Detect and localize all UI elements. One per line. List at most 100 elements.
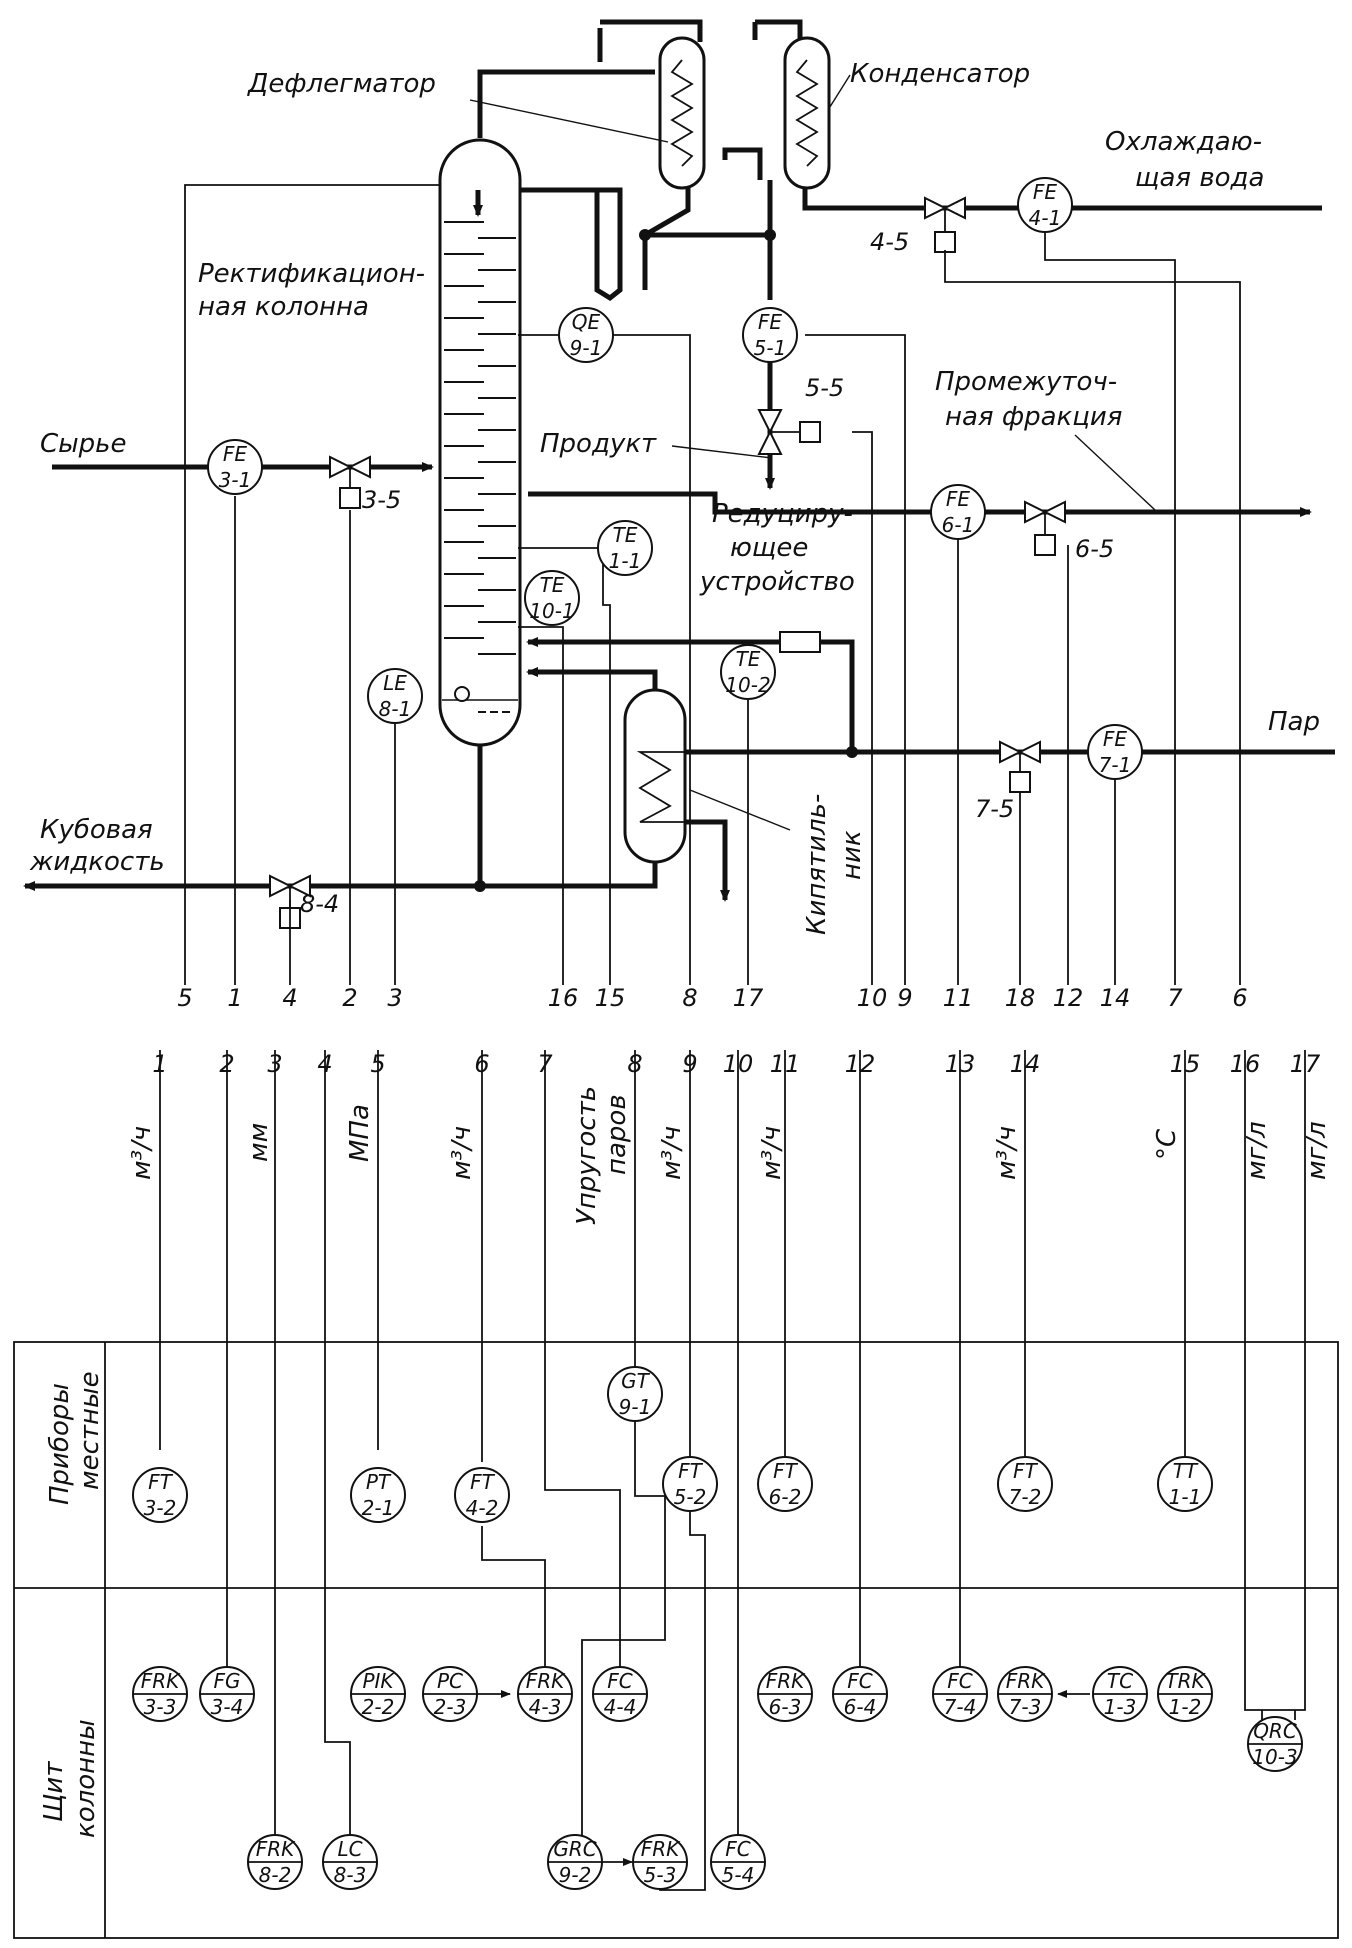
label-reboiler-2: ник [837, 830, 867, 880]
unit-label: Упругость [572, 1086, 602, 1225]
instrument-number: 6-3 [769, 1695, 802, 1719]
local-instrument-ft72: FT7-2 [997, 1456, 1053, 1512]
valve-tag: 7-5 [975, 795, 1014, 823]
instrument-number: 5-3 [644, 1863, 677, 1887]
label-intermediate-2: ная фракция [945, 402, 1122, 432]
unit-label: мг/л [1242, 1121, 1272, 1180]
label-column-panel-2: колонны [71, 1719, 101, 1838]
instrument-function: PT [366, 1470, 392, 1494]
instrument-function: FC [947, 1669, 973, 1693]
field-instrument-fe31: FE3-1 [207, 439, 263, 495]
instrument-number: 3-3 [144, 1695, 177, 1719]
instrument-function: FT [470, 1470, 496, 1494]
instrument-function: FE [758, 310, 783, 334]
instrument-number: 10-2 [725, 673, 770, 697]
field-instrument-fe61: FE6-1 [930, 484, 986, 540]
control-valve [999, 740, 1041, 793]
label-cooling-water-2: щая вода [1135, 163, 1264, 193]
junction-dot [474, 880, 486, 892]
label-condenser: Конденсатор [850, 59, 1030, 89]
label-steam: Пар [1268, 707, 1320, 737]
signal-lines-upper [184, 184, 1241, 985]
instrument-number: 2-1 [362, 1496, 395, 1520]
control-valve [329, 455, 371, 509]
junction-dot [639, 229, 651, 241]
instrument-number: 10-1 [529, 599, 574, 623]
line-number-upper: 2 [342, 984, 357, 1012]
line-number-lower: 6 [474, 1050, 489, 1078]
instrument-function: FC [725, 1837, 751, 1861]
line-number-upper: 14 [1100, 984, 1131, 1012]
instrument-function: LE [383, 671, 407, 695]
label-bottoms-2: жидкость [29, 847, 165, 877]
rectification-column [438, 138, 522, 747]
instrument-function: PIK [362, 1669, 395, 1693]
unit-label: м³/ч [127, 1126, 157, 1180]
instrument-function: FRK [526, 1669, 566, 1693]
unit-label: °С [1152, 1128, 1182, 1160]
line-number-lower: 4 [317, 1050, 332, 1078]
line-number-lower: 12 [845, 1050, 876, 1078]
instrument-function: FT [678, 1459, 704, 1483]
line-number-lower: 1 [152, 1050, 167, 1078]
line-number-upper: 3 [387, 984, 402, 1012]
instrument-number: 8-3 [334, 1863, 367, 1887]
label-column-1: Ректификацион- [198, 259, 425, 289]
instrument-function: FC [607, 1669, 633, 1693]
line-number-upper: 4 [282, 984, 297, 1012]
instrument-function: QRC [1253, 1719, 1297, 1743]
valve-tag: 4-5 [870, 228, 909, 256]
local-instrument-ft62: FT6-2 [757, 1456, 813, 1512]
instrument-number: 6-4 [844, 1695, 877, 1719]
instrument-number: 6-2 [769, 1485, 802, 1509]
instrument-number: 7-1 [1099, 753, 1132, 777]
condenser-exchanger [783, 36, 831, 190]
line-number-upper: 18 [1005, 984, 1036, 1012]
instrument-number: 2-2 [362, 1695, 395, 1719]
instrument-function: FRK [141, 1669, 181, 1693]
line-number-lower: 14 [1010, 1050, 1041, 1078]
line-number-lower: 15 [1170, 1050, 1201, 1078]
unit-label: мг/л [1302, 1121, 1332, 1180]
line-number-lower: 13 [945, 1050, 976, 1078]
label-column-2: ная колонна [198, 292, 369, 322]
instrument-number: 10-3 [1252, 1745, 1297, 1769]
panel-instrument-fc54: FC5-4 [710, 1834, 766, 1890]
process-labels: Дефлегматор Конденсатор Охлаждаю- щая во… [29, 59, 1320, 1838]
instrument-number: 4-1 [1029, 206, 1062, 230]
field-instrument-fe41: FE4-1 [1017, 177, 1073, 233]
instrument-function: LC [337, 1837, 362, 1861]
unit-label: МПа [345, 1104, 375, 1162]
valve-tag: 5-5 [805, 374, 844, 402]
junction-dot [846, 746, 858, 758]
instrument-number: 1-1 [1169, 1485, 1202, 1509]
unit-label: м³/ч [992, 1126, 1022, 1180]
instrument-number: 7-2 [1009, 1485, 1042, 1509]
instrument-function: FT [1013, 1459, 1039, 1483]
local-instrument-pt21: PT2-1 [350, 1467, 406, 1523]
label-cooling-water-1: Охлаждаю- [1105, 127, 1262, 157]
instrument-function: GT [621, 1369, 650, 1393]
line-number-lower: 5 [370, 1050, 385, 1078]
label-reducer-3: устройство [699, 567, 855, 597]
line-number-upper: 7 [1167, 984, 1183, 1012]
instrument-number: 1-2 [1169, 1695, 1202, 1719]
signal-lines-lower [159, 1050, 1306, 1891]
instrument-function: TRK [1165, 1669, 1206, 1693]
label-local-instruments-2: местные [75, 1371, 105, 1490]
instrument-function: FRK [766, 1669, 806, 1693]
instrument-function: TE [540, 573, 565, 597]
instrument-number: 4-4 [604, 1695, 637, 1719]
instrument-number: 8-2 [259, 1863, 292, 1887]
label-bottoms-1: Кубовая [40, 815, 153, 845]
line-number-upper: 5 [177, 984, 192, 1012]
field-instrument-fe51: FE5-1 [742, 307, 798, 363]
